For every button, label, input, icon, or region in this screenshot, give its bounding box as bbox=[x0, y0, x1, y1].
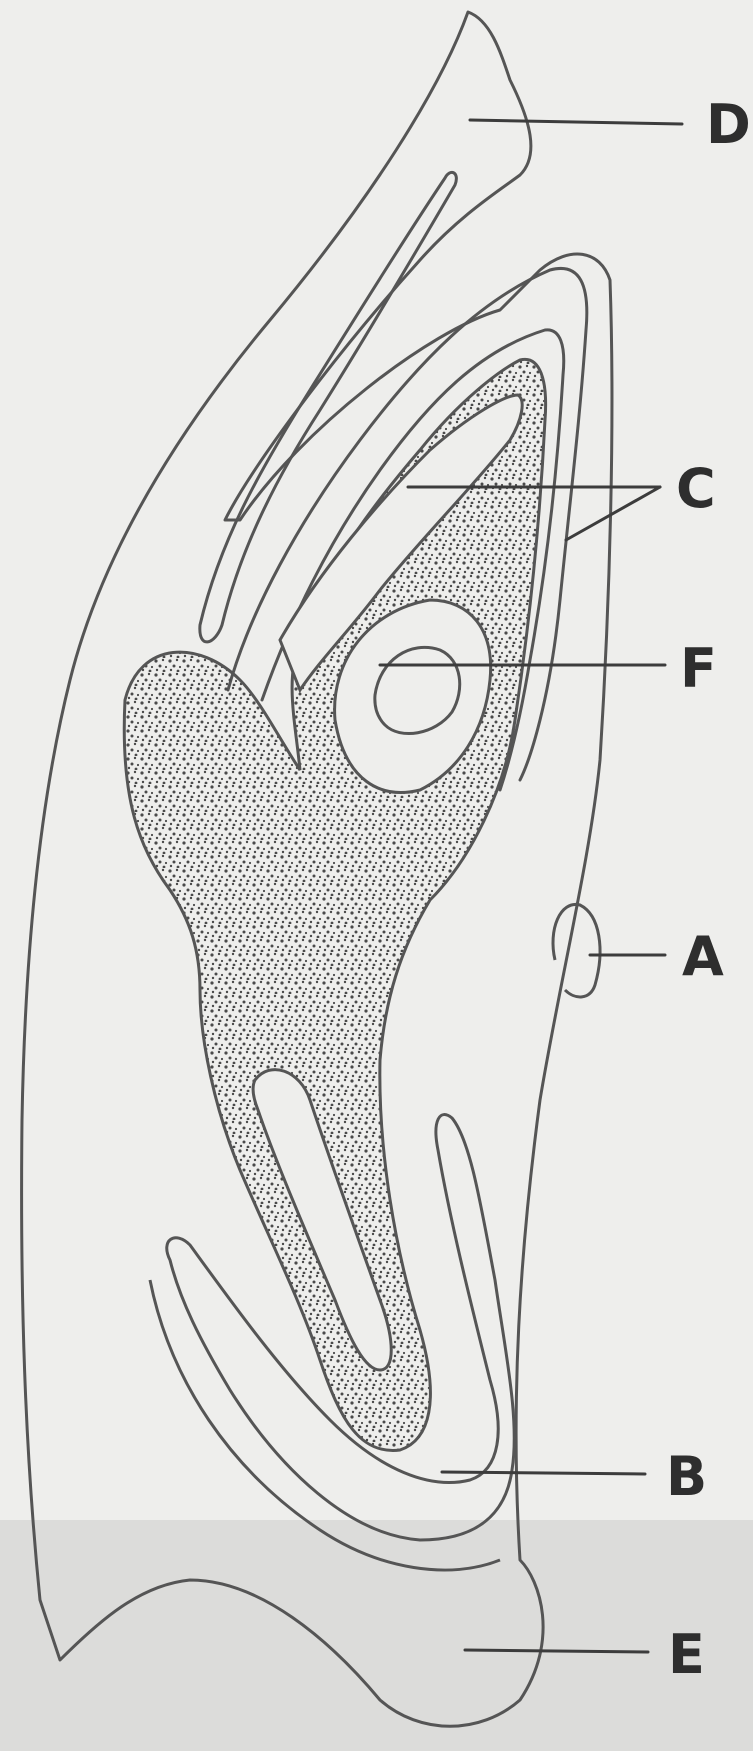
label-b: B bbox=[666, 1450, 707, 1504]
leader-d bbox=[470, 120, 682, 124]
label-d: D bbox=[706, 98, 751, 152]
lower-band bbox=[0, 1520, 753, 1751]
label-e: E bbox=[668, 1628, 705, 1682]
leader-c-2 bbox=[566, 487, 660, 540]
label-a: A bbox=[682, 930, 724, 984]
epiblast bbox=[553, 904, 600, 997]
leader-e bbox=[465, 1650, 648, 1652]
leader-b bbox=[442, 1472, 645, 1474]
label-f: F bbox=[680, 642, 717, 696]
label-c: C bbox=[676, 462, 716, 516]
